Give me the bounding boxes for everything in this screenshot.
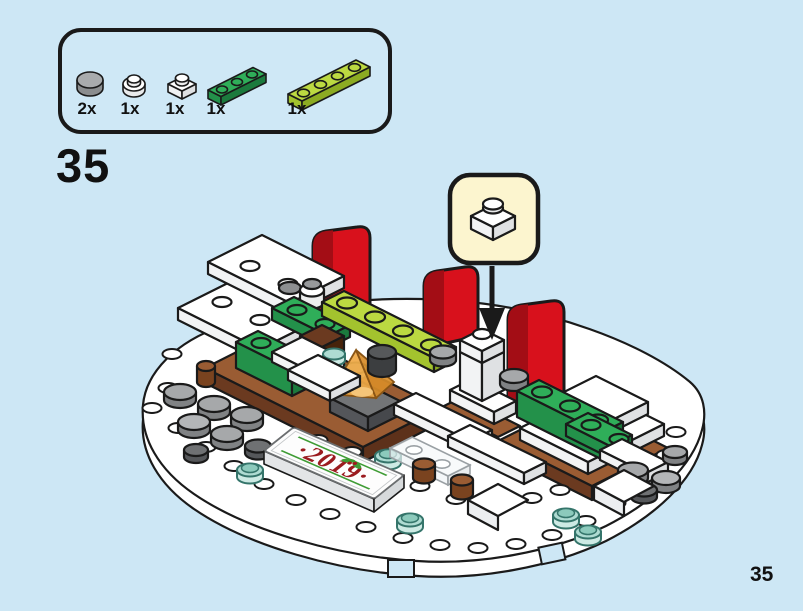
trans-blue-round-plates [236, 448, 602, 547]
lime-plate-1x4-placed [320, 289, 458, 374]
model-illustration: ·2019· [141, 225, 706, 578]
base-notch [537, 541, 567, 566]
brown-trunks [411, 457, 475, 501]
part-white-plate-1x1 [167, 73, 197, 100]
gray-round-plates-left [162, 382, 273, 465]
snow-slopes [466, 468, 656, 532]
dark-barrel [366, 343, 398, 379]
callout-part-white-plate-1x1 [469, 197, 517, 242]
part-gray-round-tile [76, 71, 104, 97]
part-count-label: 1x [207, 99, 226, 118]
right-structures [515, 374, 689, 505]
placement-column [428, 327, 530, 426]
part-green-plate-1x3 [207, 66, 267, 106]
sign-green-line [280, 450, 371, 490]
part-count-label: 2x [78, 99, 97, 118]
holly-decoration [341, 458, 362, 469]
callout-arrow-head [479, 308, 505, 340]
base-notch [387, 559, 415, 578]
parts-box: 2x 1x 1x 1x 1x [58, 28, 392, 134]
part-count-label: 1x [288, 99, 307, 118]
green-plate-1x2-right [564, 411, 634, 460]
part-white-round-plate [122, 74, 146, 98]
gray-round-tile [277, 280, 303, 296]
year-sign: ·2019· [263, 427, 405, 513]
part-lime-plate-1x4 [287, 59, 371, 111]
page-number: 35 [750, 563, 774, 586]
callout [447, 172, 541, 340]
part-count-label: 1x [121, 99, 140, 118]
sign-green-line [297, 436, 388, 476]
part-count-label: 1x [166, 99, 185, 118]
step-number: 35 [56, 139, 111, 192]
white-bench-tiles [286, 353, 548, 486]
